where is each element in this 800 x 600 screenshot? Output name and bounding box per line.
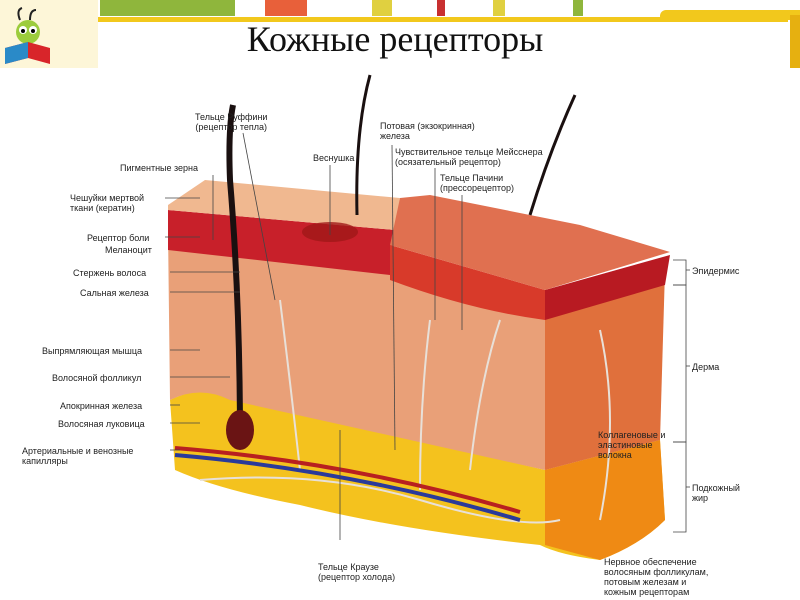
label-text: Нервное обеспечение (604, 557, 697, 567)
skin-surface (168, 180, 400, 230)
skin-surface-right (390, 195, 670, 290)
decor-bar (100, 0, 235, 16)
label-text: (рецептор тепла) (195, 122, 268, 132)
nerve (199, 299, 611, 524)
label-text: (рецептор холода) (318, 572, 396, 582)
subcutaneous-fat (170, 391, 665, 560)
label-text: Коллагеновые и (598, 430, 666, 440)
hair (355, 74, 372, 216)
bookworm-icon (5, 7, 50, 64)
label-hair-shaft: Стержень волоса (73, 268, 147, 278)
label-text: железа (380, 131, 410, 141)
leader-lines (165, 132, 690, 540)
epidermis-right (390, 245, 545, 320)
hair-shaft (226, 104, 243, 441)
label-epidermis: Эпидермис (692, 266, 740, 276)
frame-corner (660, 10, 800, 20)
label-meissner: Чувствительное тельце Мейсснера(осязател… (395, 147, 543, 167)
decor-bar (437, 0, 445, 16)
label-krause: Тельце Краузе(рецептор холода) (318, 562, 395, 582)
label-sweat-gland: Потовая (экзокринная)железа (380, 121, 475, 141)
decor-bar (372, 0, 392, 16)
label-text: волосяным фолликулам, (604, 567, 709, 577)
frame-top (98, 17, 788, 22)
blood-vessel (174, 446, 521, 514)
epidermis-side (545, 255, 670, 320)
mascot-logo (0, 0, 98, 68)
decor-bar (573, 0, 583, 16)
hair (528, 94, 577, 216)
label-arrector-muscle: Выпрямляющая мышца (42, 346, 143, 356)
blood-vessel (174, 453, 521, 522)
label-text: капилляры (22, 456, 68, 466)
dermis-side (545, 270, 665, 470)
label-text: (осязательный рецептор) (395, 157, 501, 167)
label-text: Тельце Пачини (440, 173, 504, 183)
label-dermis: Дерма (692, 362, 720, 372)
label-text: Чешуйки мертвой (70, 193, 145, 203)
label-text: Чувствительное тельце Мейсснера (395, 147, 543, 157)
label-hair-follicle: Волосяной фолликул (52, 373, 142, 383)
label-freckle: Веснушка (313, 153, 355, 163)
label-text: ткани (кератин) (70, 203, 135, 213)
label-sebaceous-gland: Сальная железа (80, 288, 149, 298)
decor-bar (265, 0, 307, 16)
label-melanocyte: Меланоцит (105, 245, 152, 255)
label-text: потовым железам и (604, 577, 687, 587)
label-pain-receptor: Рецептор боли (87, 233, 150, 243)
label-text: Потовая (экзокринная) (380, 121, 475, 131)
label-text: Артериальные и венозные (22, 446, 134, 456)
subcutaneous-fat-side (545, 440, 665, 560)
label-text: Подкожный (692, 483, 740, 493)
slide-title: Кожные рецепторы (246, 19, 544, 59)
label-text: Тельце Руффини (195, 112, 268, 122)
label-text: жир (692, 493, 709, 503)
label-pigment: Пигментные зерна (120, 163, 199, 173)
decor-bar (493, 0, 505, 16)
label-text: эластиновые (598, 440, 653, 450)
label-text: (прессорецептор) (440, 183, 514, 193)
label-text: Тельце Краузе (318, 562, 379, 572)
label-text: кожным рецепторам (604, 587, 690, 597)
hair-bulb (226, 410, 254, 450)
frame-right (790, 15, 800, 68)
label-text: волокна (598, 450, 632, 460)
label-pacini: Тельце Пачини(прессорецептор) (440, 173, 514, 193)
label-ruffini: Тельце Руффини(рецептор тепла) (195, 112, 267, 132)
label-hair-bulb: Волосяная луковица (58, 419, 145, 429)
label-apocrine-gland: Апокринная железа (60, 401, 143, 411)
